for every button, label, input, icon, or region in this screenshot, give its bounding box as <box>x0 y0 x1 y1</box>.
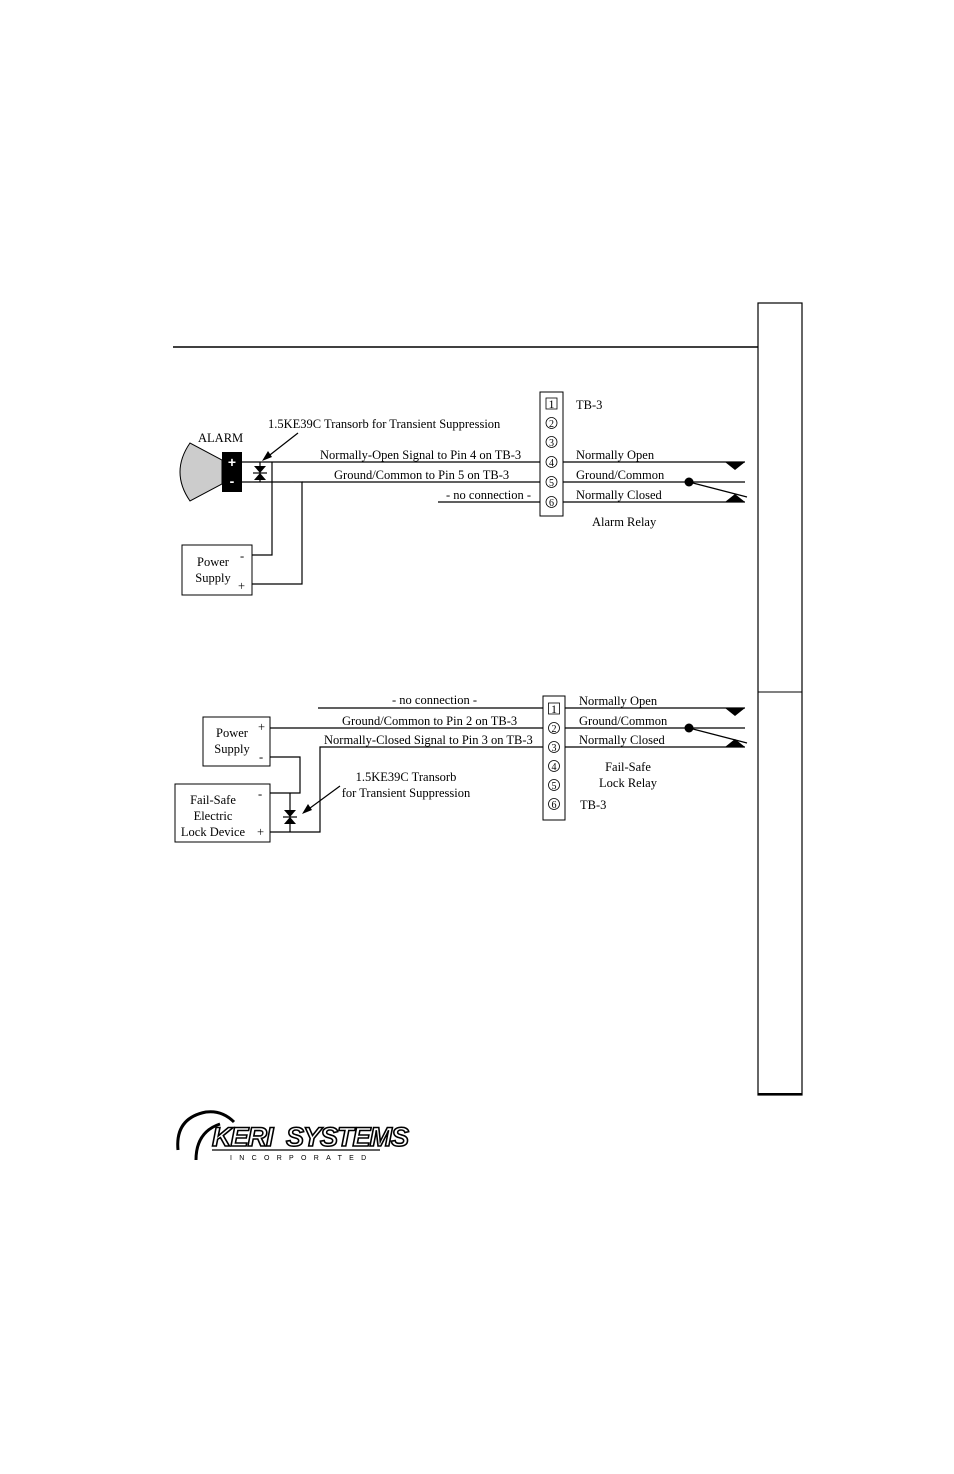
tb3-2-pin-3: 3 <box>552 743 557 754</box>
lock-device-minus: - <box>258 787 262 801</box>
transorb2-label-line1: 1.5KE39C Transorb <box>356 770 457 784</box>
logo-swoosh-icon <box>176 1110 236 1151</box>
tb3-2-pin-4: 4 <box>552 762 557 773</box>
wire2-gnd-label: Ground/Common to Pin 2 on TB-3 <box>342 714 517 728</box>
relay-no-label: Normally Open <box>576 448 655 462</box>
transorb-arrow-line <box>265 432 299 459</box>
power-supply-plus: + <box>238 579 245 593</box>
wire-power-minus <box>252 462 273 556</box>
transorb-diode-symbol-2 <box>283 810 297 824</box>
transorb2-arrow-line <box>305 785 341 812</box>
tb3-pin-4: 4 <box>549 458 554 469</box>
relay-no-contact-icon <box>725 462 745 470</box>
relay2-nc-label: Normally Closed <box>579 733 666 747</box>
tb3-pin-2: 2 <box>549 419 554 430</box>
lock-device-label-line3: Lock Device <box>181 825 246 839</box>
power-supply-2-label-line2: Supply <box>214 742 250 756</box>
transorb-label: 1.5KE39C Transorb for Transient Suppress… <box>268 417 501 431</box>
power-supply-minus: - <box>240 549 244 563</box>
power-supply-2-label-line1: Power <box>216 726 249 740</box>
power-supply-label-line1: Power <box>197 555 230 569</box>
tb3-pin-5: 5 <box>549 478 554 489</box>
relay2-nc-contact-icon <box>725 739 745 747</box>
relay-name-label: Alarm Relay <box>592 515 657 529</box>
tb3-pin-3: 3 <box>549 438 554 449</box>
alarm-minus-terminal: - <box>230 473 235 489</box>
logo-tagline: INCORPORATED <box>230 1155 373 1162</box>
keri-systems-logo: KERI SYSTEMS INCORPORATED <box>176 1110 411 1162</box>
lock-device-plus: + <box>257 825 264 839</box>
power-supply-box <box>181 544 253 596</box>
lock-device-label-line2: Electric <box>194 809 233 823</box>
relay2-name-line2: Lock Relay <box>599 776 658 790</box>
tb3-pin-1: 1 <box>549 397 555 411</box>
side-tab-box <box>757 302 803 1096</box>
tb3-2-pin-5: 5 <box>552 781 557 792</box>
logo-brand-second: SYSTEMS <box>286 1122 409 1152</box>
tb3-2-pin-1: 1 <box>551 702 557 716</box>
tb3-pins-2: 1 2 3 4 5 6 <box>548 702 560 811</box>
tb3-label: TB-3 <box>576 398 602 412</box>
relay2-name-line1: Fail-Safe <box>605 760 651 774</box>
wire2-nc-label: - no connection - <box>392 693 477 707</box>
wire-gnd-label: Ground/Common to Pin 5 on TB-3 <box>334 468 509 482</box>
tb3-pin-6: 6 <box>549 498 554 509</box>
alarm-plus-terminal: + <box>228 454 236 470</box>
wire-nc-label: - no connection - <box>446 488 531 502</box>
lock-device-label-line1: Fail-Safe <box>190 793 236 807</box>
wire2-ncs-label: Normally-Closed Signal to Pin 3 on TB-3 <box>324 733 533 747</box>
alarm-horn: + - ALARM <box>179 431 243 502</box>
relay-switch-arm <box>688 481 748 498</box>
logo-swoosh-inner-icon <box>194 1122 221 1161</box>
page-frame <box>173 302 803 1096</box>
relay-nc-contact-icon <box>725 494 745 502</box>
relay-nc-label: Normally Closed <box>576 488 663 502</box>
wire-no-label: Normally-Open Signal to Pin 4 on TB-3 <box>320 448 521 462</box>
power-supply-2-plus: + <box>258 720 265 734</box>
tb3-2-pin-2: 2 <box>552 724 557 735</box>
relay2-gnd-label: Ground/Common <box>579 714 668 728</box>
logo-brand-first: KERI <box>212 1122 274 1152</box>
relay2-switch-symbol <box>684 708 748 747</box>
transorb2-label-line2: for Transient Suppression <box>342 786 471 800</box>
transorb2-arrow-head <box>302 804 312 814</box>
alarm-wiring-diagram: + - ALARM 1.5KE39C Transorb for Transien… <box>179 391 748 596</box>
alarm-horn-icon <box>179 442 223 502</box>
relay2-switch-arm <box>688 727 748 744</box>
relay2-no-label: Normally Open <box>579 694 658 708</box>
power-supply-label-line2: Supply <box>195 571 231 585</box>
relay-switch-symbol <box>684 462 748 502</box>
tb3-2-pin-6: 6 <box>552 800 557 811</box>
wire2-power-minus-to-lock <box>270 756 301 794</box>
relay-gnd-label: Ground/Common <box>576 468 665 482</box>
alarm-terminal-block <box>222 452 242 492</box>
relay2-no-contact-icon <box>725 708 745 716</box>
transorb-arrow-head <box>262 451 272 461</box>
fail-safe-lock-device-box <box>174 783 271 843</box>
alarm-label: ALARM <box>198 431 243 445</box>
wire2-normally-closed <box>270 746 745 833</box>
power-supply-2-minus: - <box>259 750 263 764</box>
tb3-2-label: TB-3 <box>580 798 606 812</box>
power-supply-box-2 <box>202 716 271 767</box>
tb3-pins: 1 2 3 4 5 6 <box>545 397 558 509</box>
transorb-diode-symbol <box>253 462 267 482</box>
lock-wiring-diagram: - no connection - Ground/Common to Pin 2… <box>174 693 748 843</box>
